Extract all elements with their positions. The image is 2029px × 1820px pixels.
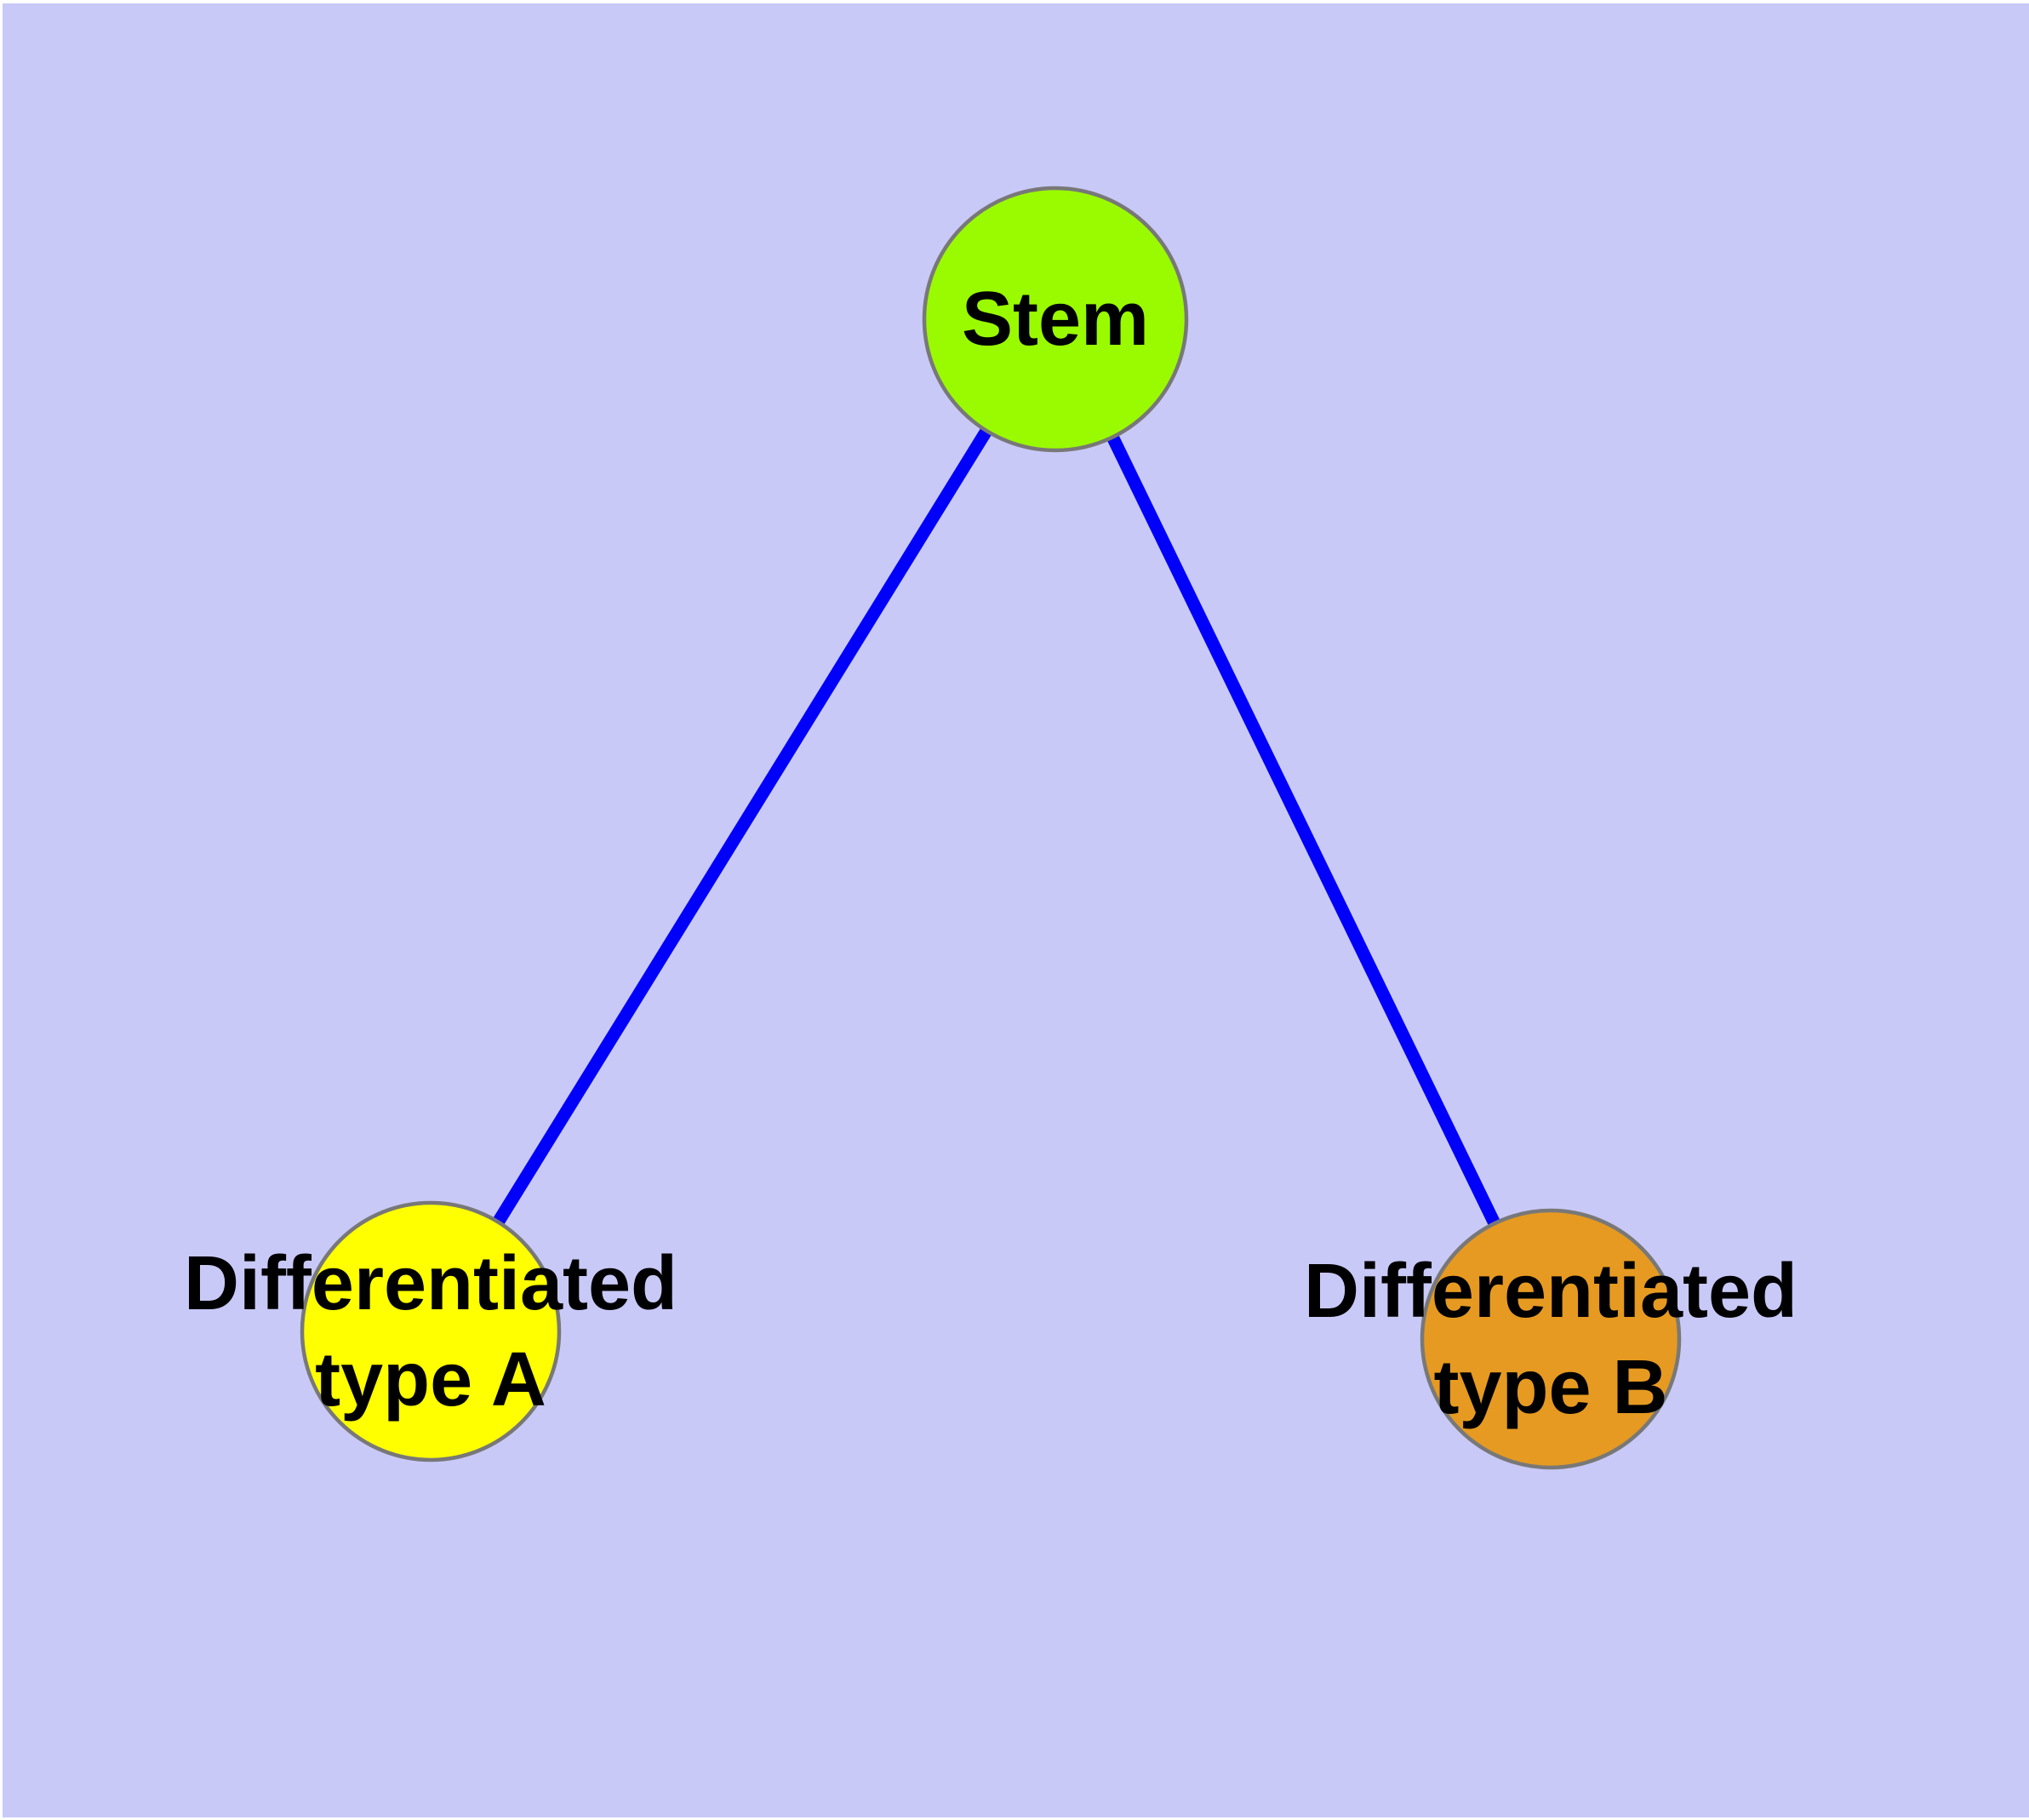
node-differentiated-type-b xyxy=(1420,1208,1682,1470)
node-diff-b-label-line2: type B xyxy=(1433,1345,1667,1430)
node-stem xyxy=(922,186,1189,453)
node-diff-a-label-line1: Differentiated xyxy=(184,1241,677,1326)
node-stem-label: Stem xyxy=(962,277,1149,362)
edge-stem-to-diff-b xyxy=(1049,316,1557,1342)
node-differentiated-type-a xyxy=(300,1200,562,1462)
node-diff-b-label-line1: Differentiated xyxy=(1304,1249,1798,1334)
node-diff-a-label-line2: type A xyxy=(315,1337,546,1422)
edge-stem-to-diff-a xyxy=(425,316,1061,1335)
